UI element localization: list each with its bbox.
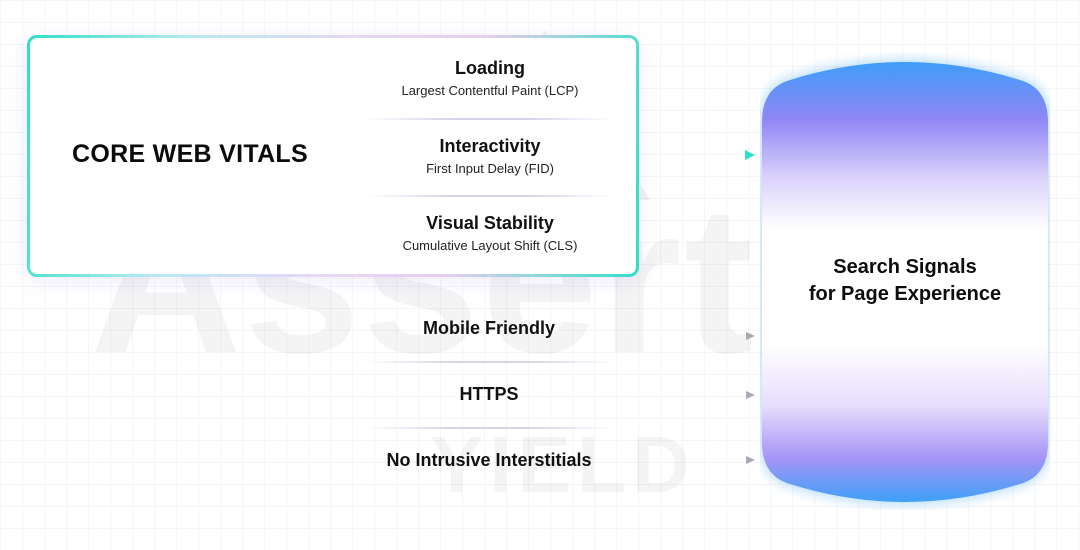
search-signals-label: Search Signals for Page Experience xyxy=(760,254,1050,308)
search-signals-label-line1: Search Signals xyxy=(833,256,977,278)
signal-https: HTTPS xyxy=(459,384,519,404)
search-signals-label-line2: for Page Experience xyxy=(808,283,1002,305)
metric-title: Loading xyxy=(455,58,525,78)
arrow-core-web-vitals xyxy=(640,150,755,160)
metric-divider xyxy=(365,195,615,197)
metric-detail: Largest Contentful Paint (LCP) xyxy=(401,82,579,98)
metric-detail: First Input Delay (FID) xyxy=(426,160,554,176)
signal-no-intrusive-interstitials: No Intrusive Interstitials xyxy=(386,450,592,470)
core-web-vitals-box xyxy=(27,35,639,277)
arrow-https xyxy=(530,391,755,399)
metric-divider xyxy=(365,118,615,120)
metric-loading: Loading Largest Contentful Paint (LCP) xyxy=(360,58,620,98)
signal-mobile-friendly: Mobile Friendly xyxy=(422,318,555,338)
search-signals-node xyxy=(762,62,1048,502)
metric-interactivity: Interactivity First Input Delay (FID) xyxy=(360,136,620,176)
arrow-no-intrusive-interstitials xyxy=(600,456,755,464)
core-web-vitals-title: CORE WEB VITALS xyxy=(72,140,308,168)
metric-title: Visual Stability xyxy=(426,213,554,233)
metric-title: Interactivity xyxy=(439,136,541,156)
arrow-mobile-friendly xyxy=(560,332,755,340)
metric-visual-stability: Visual Stability Cumulative Layout Shift… xyxy=(360,213,620,253)
signal-divider xyxy=(365,427,615,429)
metric-detail: Cumulative Layout Shift (CLS) xyxy=(402,237,578,253)
signal-divider xyxy=(365,361,615,363)
